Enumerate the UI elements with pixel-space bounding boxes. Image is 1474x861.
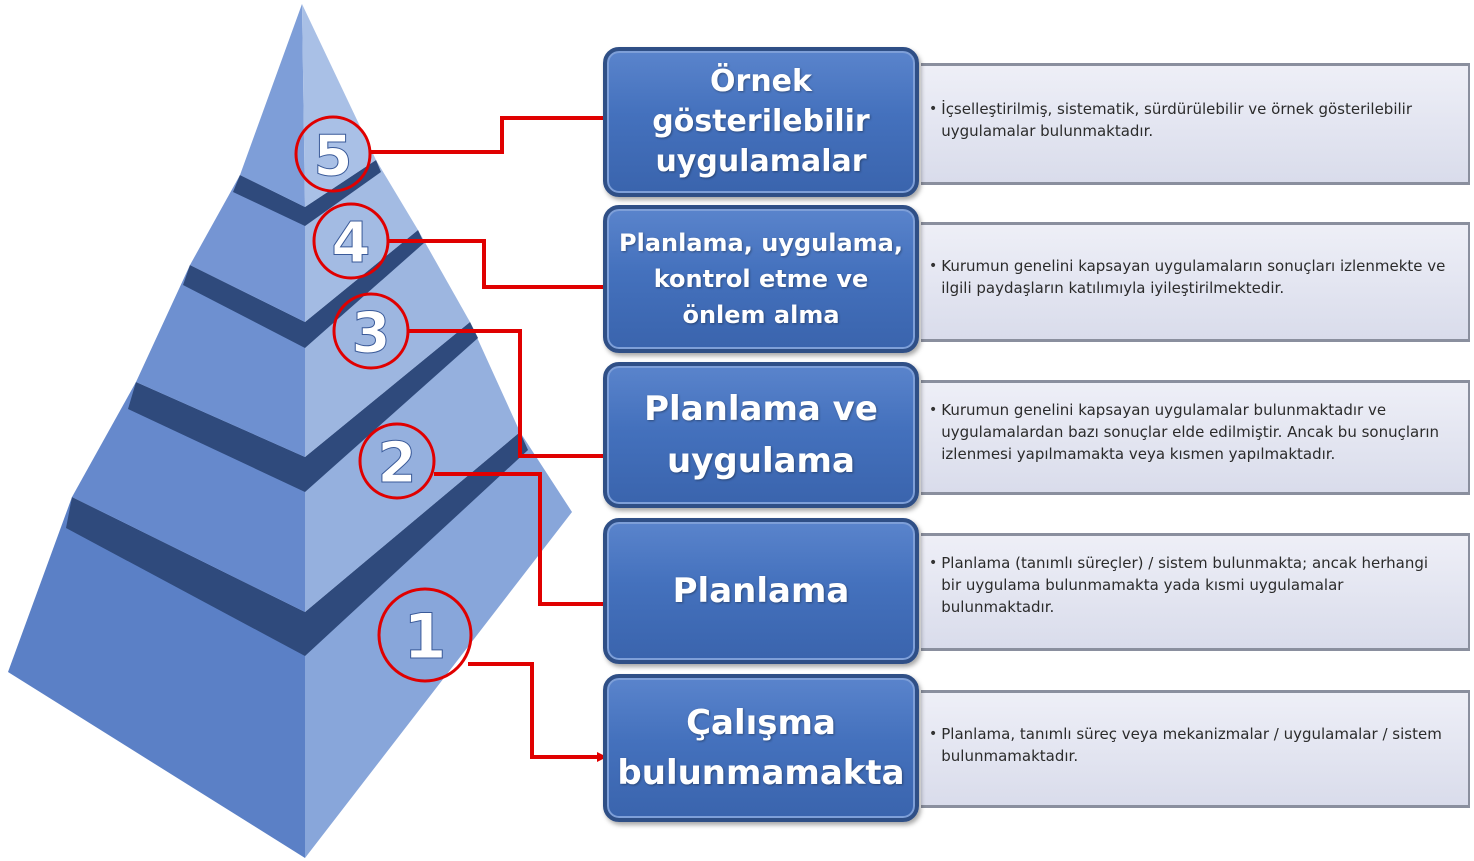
arrow-level-5 xyxy=(370,113,631,154)
pyramid-level-1 xyxy=(8,432,572,858)
level-title-3: Planlama ve uygulama xyxy=(644,389,878,481)
level-number-2: 2 xyxy=(358,422,436,500)
level-number-1: 1 xyxy=(377,587,473,683)
level-number-4: 4 xyxy=(312,202,390,280)
bullet-icon: • xyxy=(929,258,938,274)
level-number-5-label: 5 xyxy=(314,124,353,189)
level-number-3: 3 xyxy=(332,292,410,370)
level-title-4: Planlama, uygulama, kontrol etme ve önle… xyxy=(619,229,903,329)
level-box-5: Örnek gösterilebilir uygulamalar xyxy=(603,47,919,197)
bullet-icon: • xyxy=(929,555,938,571)
arrow-level-2 xyxy=(434,472,639,609)
description-panel-4: • Kurumun genelini kapsayan uygulamaları… xyxy=(921,222,1470,342)
bullet-icon: • xyxy=(929,726,938,742)
pyramid-level-2 xyxy=(72,322,520,612)
level-box-3: Planlama ve uygulama xyxy=(603,362,919,508)
level-title-5: Örnek gösterilebilir uygulamalar xyxy=(652,64,870,179)
level-number-1-label: 1 xyxy=(403,600,446,673)
arrow-level-3 xyxy=(408,329,641,461)
level-number-2-label: 2 xyxy=(378,431,417,496)
description-text-5: İçselleştirilmiş, sistematik, sürdürüleb… xyxy=(941,100,1412,140)
level-box-4: Planlama, uygulama, kontrol etme ve önle… xyxy=(603,205,919,353)
description-panel-5: • İçselleştirilmiş, sistematik, sürdürül… xyxy=(921,63,1470,185)
level-number-3-label: 3 xyxy=(352,301,391,366)
bullet-icon: • xyxy=(929,101,938,117)
bullet-icon: • xyxy=(929,402,938,418)
description-text-2: Planlama (tanımlı süreçler) / sistem bul… xyxy=(941,554,1429,616)
description-text-4: Kurumun genelini kapsayan uygulamaların … xyxy=(941,257,1446,297)
description-panel-3: • Kurumun genelini kapsayan uygulamalar … xyxy=(921,380,1470,495)
level-number-4-label: 4 xyxy=(332,211,371,276)
arrow-level-1 xyxy=(468,662,607,762)
description-panel-2: • Planlama (tanımlı süreçler) / sistem b… xyxy=(921,533,1470,651)
level-box-1: Çalışma bulunmamakta xyxy=(603,674,919,822)
level-number-5: 5 xyxy=(294,115,372,193)
pyramid-level-5 xyxy=(240,4,376,207)
description-panel-1: • Planlama, tanımlı süreç veya mekanizma… xyxy=(921,690,1470,808)
level-box-2: Planlama xyxy=(603,518,919,664)
description-text-3: Kurumun genelini kapsayan uygulamalar bu… xyxy=(941,401,1440,463)
arrow-level-4 xyxy=(388,239,631,292)
description-text-1: Planlama, tanımlı süreç veya mekanizmala… xyxy=(941,725,1442,765)
level-title-1: Çalışma bulunmamakta xyxy=(617,703,905,793)
pyramid-level-4 xyxy=(190,160,418,322)
level-title-2: Planlama xyxy=(672,571,850,611)
